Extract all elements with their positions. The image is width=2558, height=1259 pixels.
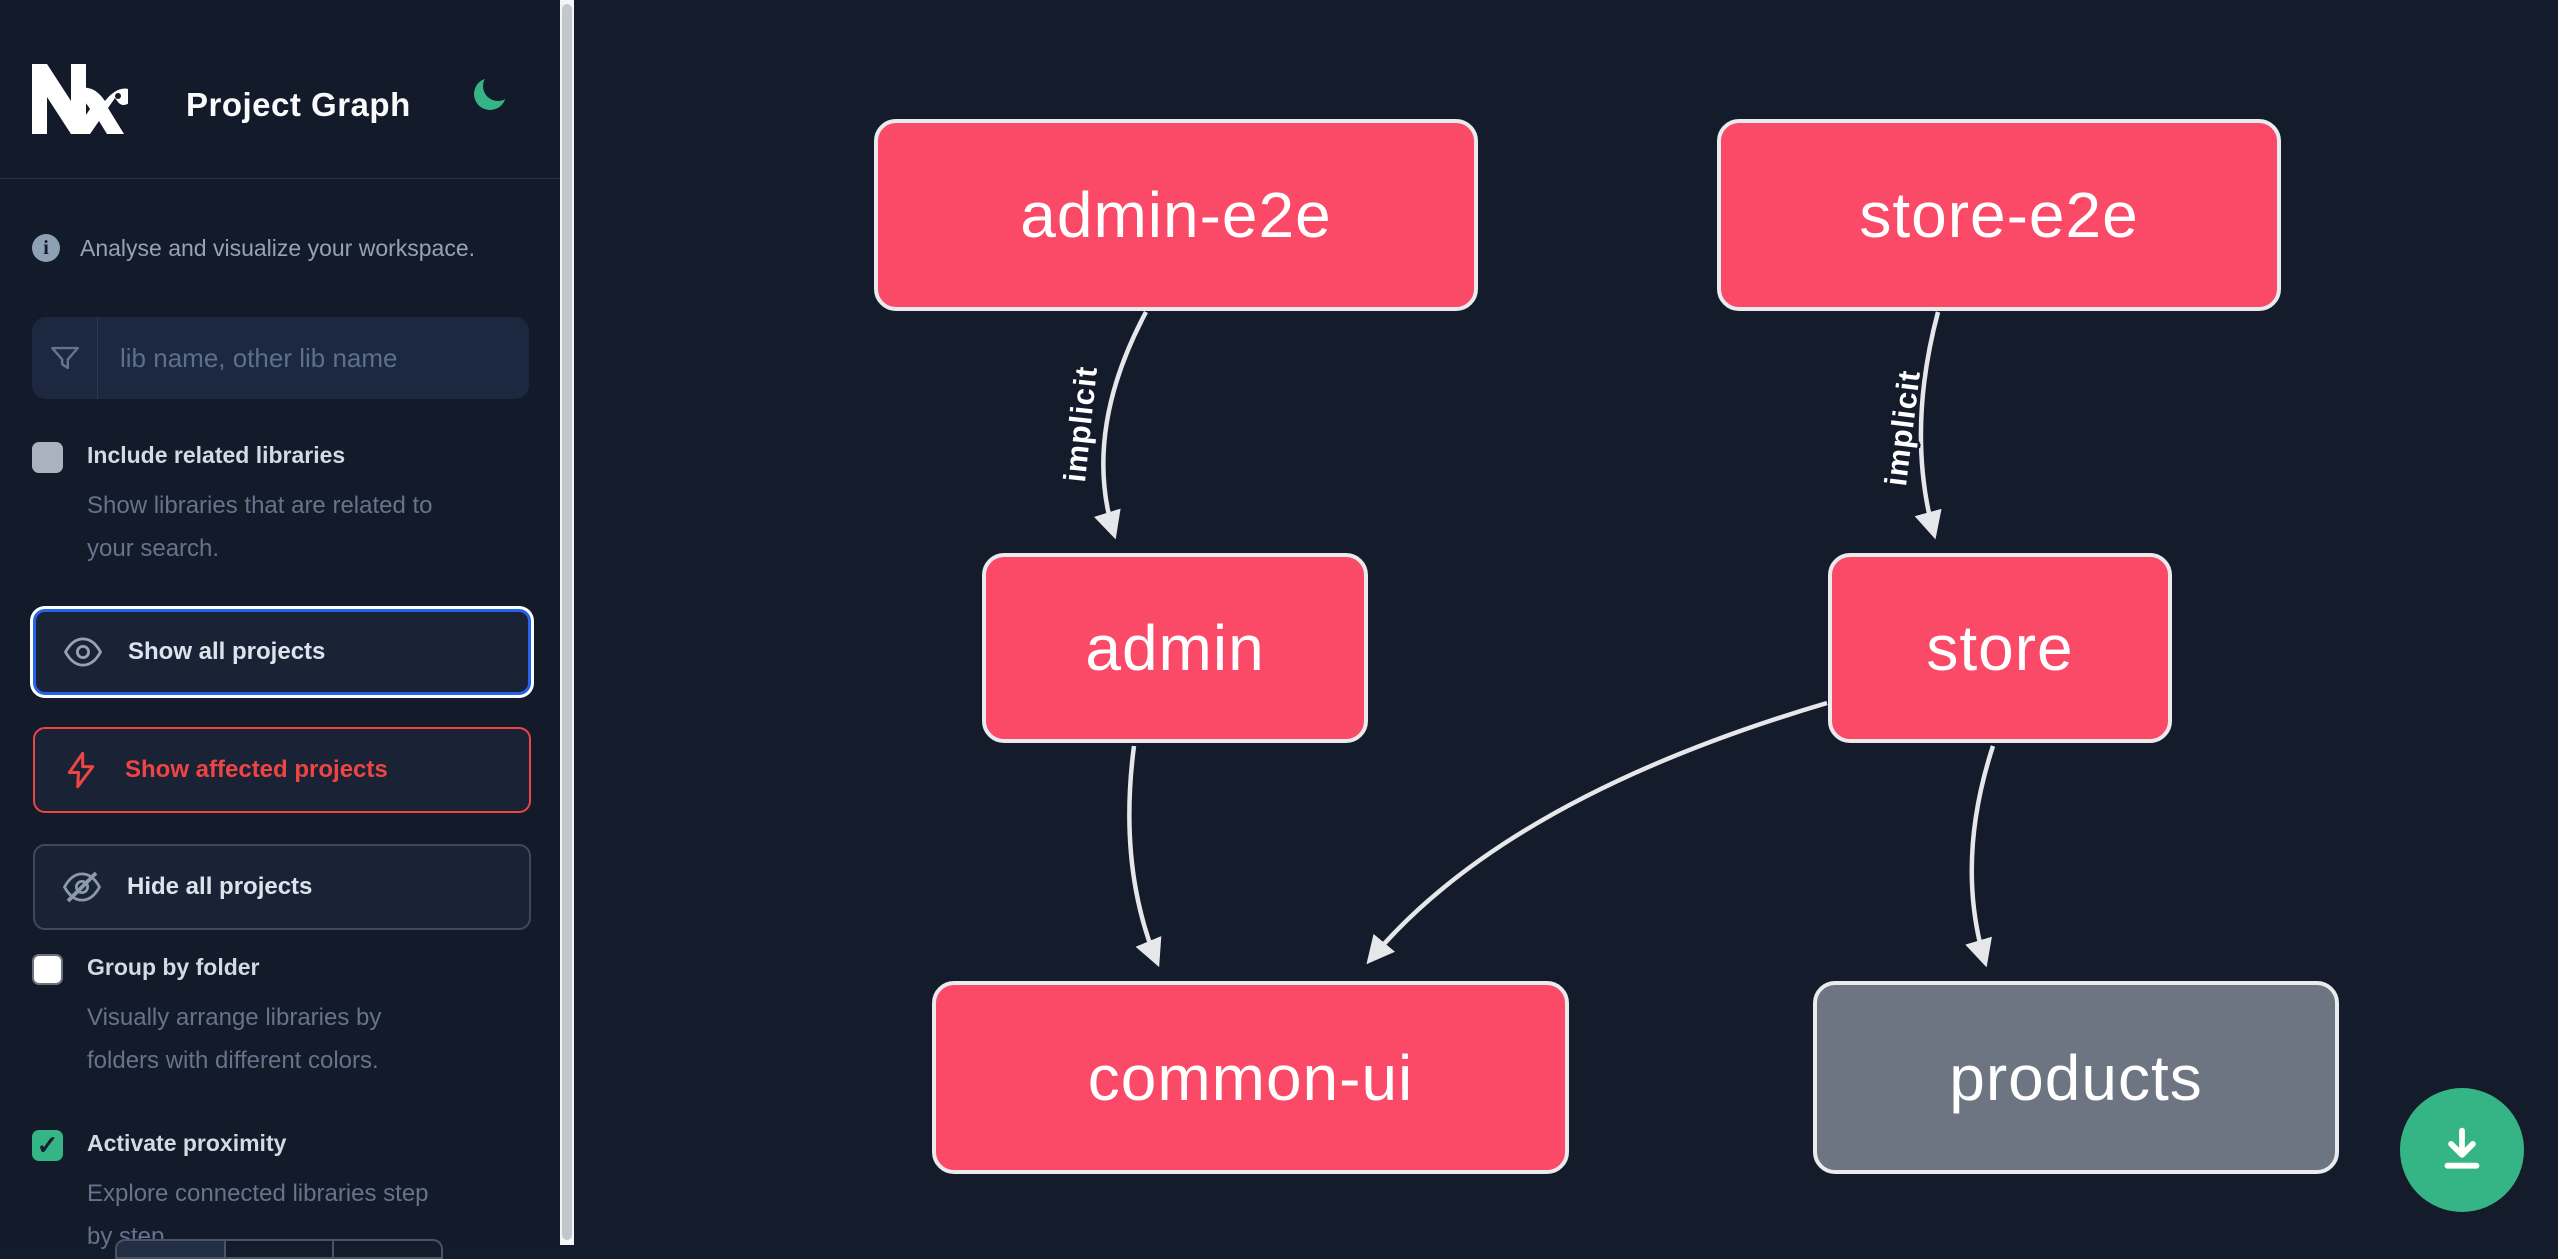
search-box: [32, 317, 529, 399]
show-all-projects-button[interactable]: Show all projects: [33, 609, 531, 695]
filter-funnel-icon: [32, 317, 98, 399]
lightning-bolt-icon: [67, 751, 95, 789]
graph-node-store[interactable]: store: [1828, 553, 2172, 743]
page-title: Project Graph: [186, 86, 411, 123]
graph-node-admin-e2e[interactable]: admin-e2e: [874, 119, 1478, 311]
checkbox-description: Explore connected libraries step by step…: [87, 1180, 429, 1250]
checkbox-description: Visually arrange libraries by folders wi…: [87, 1004, 382, 1074]
graph-node-store-e2e[interactable]: store-e2e: [1717, 119, 2281, 311]
graph-node-common-ui[interactable]: common-ui: [932, 981, 1569, 1174]
segment-2[interactable]: [226, 1241, 335, 1257]
info-icon: i: [32, 234, 60, 262]
sidebar: Project Graph i Analyse and visualize yo…: [0, 0, 560, 1259]
download-icon: [2444, 1127, 2480, 1169]
graph-node-admin[interactable]: admin: [982, 553, 1368, 743]
eye-off-icon: [62, 871, 102, 903]
checkbox-label: Include related libraries: [87, 442, 346, 468]
segmented-control-partial[interactable]: [115, 1239, 443, 1259]
checkbox-label: Group by folder: [87, 954, 260, 980]
button-label: Hide all projects: [127, 873, 313, 900]
hide-all-projects-button[interactable]: Hide all projects: [33, 844, 531, 930]
sidebar-scrollbar-thumb[interactable]: [562, 4, 572, 1240]
checkbox-description: Show libraries that are related to your …: [87, 492, 433, 562]
button-label: Show affected projects: [125, 756, 388, 783]
search-input[interactable]: [98, 317, 529, 399]
sidebar-header: Project Graph: [0, 0, 560, 178]
checkbox-activate-proximity[interactable]: ✓: [32, 1130, 63, 1161]
sidebar-scrollbar-track[interactable]: [560, 0, 574, 1245]
info-text: Analyse and visualize your workspace.: [80, 234, 476, 261]
nx-logo-icon: [32, 64, 128, 134]
eye-icon: [63, 637, 103, 667]
segment-1[interactable]: [117, 1241, 226, 1257]
info-row: i Analyse and visualize your workspace.: [32, 234, 532, 262]
checkbox-group-by-folder[interactable]: [32, 954, 63, 985]
checkbox-include-related[interactable]: [32, 442, 63, 473]
moon-theme-toggle-icon[interactable]: [468, 72, 516, 120]
button-label: Show all projects: [128, 638, 326, 665]
segment-3[interactable]: [334, 1241, 441, 1257]
checkbox-label: Activate proximity: [87, 1130, 287, 1156]
graph-node-products[interactable]: products: [1813, 981, 2339, 1174]
download-image-button[interactable]: [2400, 1088, 2524, 1212]
show-affected-projects-button[interactable]: Show affected projects: [33, 727, 531, 813]
divider: [0, 178, 560, 179]
